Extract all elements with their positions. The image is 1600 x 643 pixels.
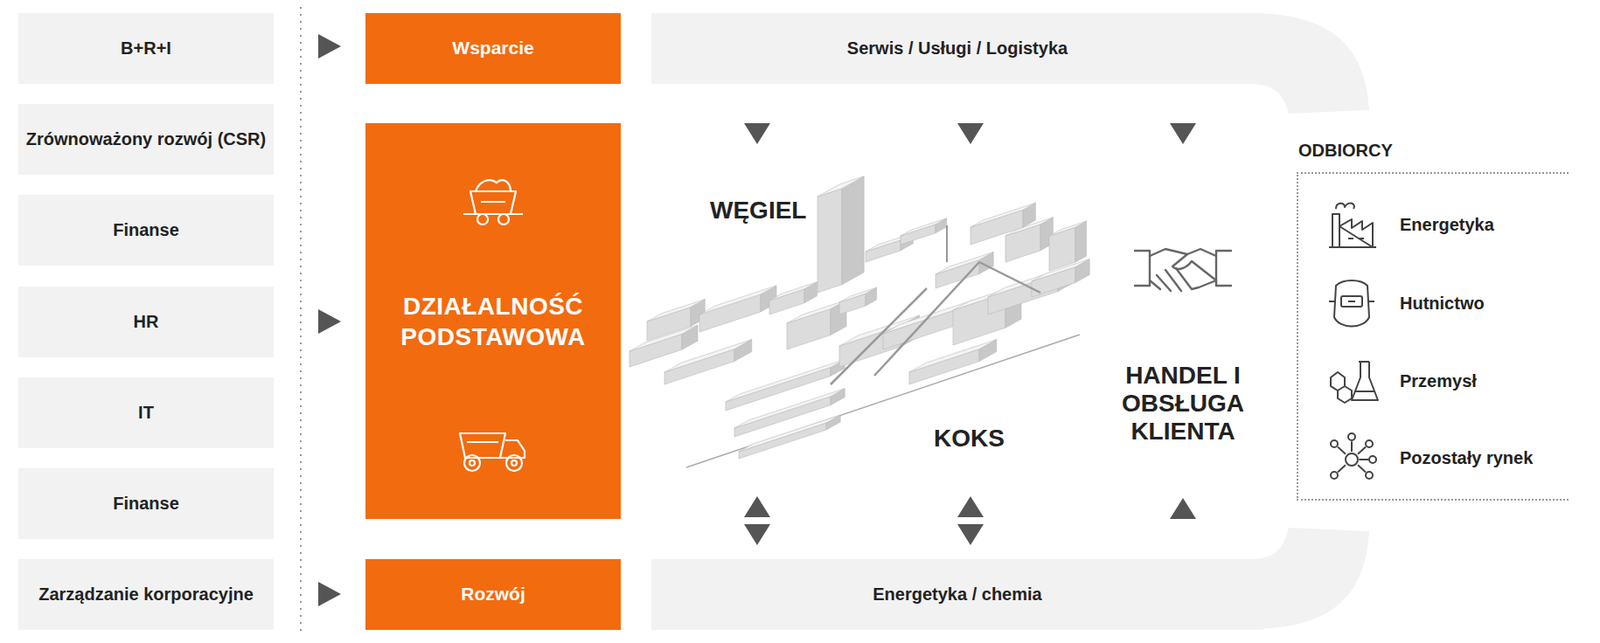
mast-line: [946, 225, 948, 263]
box-text: Rozwój: [460, 583, 526, 606]
grey-box: Energetyka / chemia: [651, 559, 1264, 631]
grey-box: B+R+I: [18, 13, 274, 84]
welding-mask-icon: [1328, 280, 1375, 327]
building-face: [1049, 221, 1087, 237]
box-text: Energetyka / chemia: [872, 584, 1042, 606]
section-label: HANDEL I OBSŁUGA KLIENTA: [1104, 361, 1262, 447]
dump-truck-icon: [459, 433, 525, 472]
box-text: Finanse: [112, 493, 180, 515]
grey-box: Zrównoważony rozwój (CSR): [18, 104, 274, 175]
separator-line: [299, 6, 302, 637]
arrow-triangle: [318, 309, 341, 334]
building-face: [970, 209, 1023, 245]
conveyor-line: [979, 262, 1041, 293]
building-face: [699, 294, 761, 333]
plant-illustration: [629, 176, 1090, 468]
conveyor-line: [874, 262, 980, 376]
box-text: B+R+I: [120, 37, 172, 60]
arrow-triangle: [957, 524, 984, 546]
building-face: [970, 202, 1036, 228]
arrow-triangle: [957, 496, 984, 518]
arrow-triangle: [744, 524, 771, 546]
building-face: [738, 423, 827, 460]
section-label: KOKS: [933, 424, 1005, 453]
box-text: Wsparcie: [452, 36, 534, 60]
factory-icon: [1328, 203, 1377, 248]
customer-label: Przemysł: [1399, 371, 1477, 392]
arrow-triangle: [744, 496, 771, 518]
building-face: [900, 218, 947, 237]
customers-box: ODBIORCY: [1298, 139, 1569, 501]
handshake-icon: [1134, 249, 1232, 292]
box-icons: [365, 123, 621, 520]
grey-box: HR: [18, 286, 274, 358]
building-face: [841, 176, 864, 286]
section-label: WĘGIEL: [709, 196, 807, 225]
box-text: HR: [133, 311, 160, 334]
box-text: DZIAŁALNOŚĆ PODSTAWOWA: [379, 291, 607, 353]
orange-box: Rozwój: [365, 559, 621, 631]
grey-box: Finanse: [18, 194, 274, 266]
building-face: [839, 287, 877, 303]
grey-box: IT: [18, 377, 274, 449]
chemistry-icon: [1330, 361, 1378, 404]
building-face: [817, 188, 842, 293]
orange-box: Wsparcie: [365, 13, 621, 84]
hand-stroke: [1149, 249, 1217, 281]
band-curve: [1250, 528, 1370, 630]
mine-cart-icon: [463, 180, 523, 225]
arrow-triangle: [1169, 498, 1197, 520]
arrow-triangle: [318, 34, 341, 59]
customer-label: Energetyka: [1399, 215, 1495, 236]
box-text: Finanse: [112, 219, 180, 242]
arrow-triangle: [744, 123, 771, 145]
box-text: Serwis / Usługi / Logistyka: [847, 37, 1068, 60]
grey-box: Zarządzanie korporacyjne: [18, 559, 274, 631]
grey-box: Finanse: [18, 468, 274, 540]
building-face: [1075, 221, 1087, 263]
building-face: [817, 176, 864, 197]
hand-stroke: [1187, 249, 1217, 257]
grey-box: Serwis / Usługi / Logistyka: [651, 13, 1264, 84]
hand-cuff: [1216, 250, 1232, 286]
building-face: [738, 415, 841, 453]
building-face: [699, 285, 777, 315]
network-icon: [1330, 433, 1377, 480]
hand-cuff: [1134, 250, 1150, 286]
orange-box: DZIAŁALNOŚĆ PODSTAWOWA: [365, 123, 621, 520]
customer-label: Pozostały rynek: [1399, 448, 1533, 469]
arrow-triangle: [318, 582, 341, 607]
heading-text: ODBIORCY: [1298, 139, 1393, 162]
band-curve: [1250, 13, 1370, 114]
building-face: [664, 340, 752, 373]
arrow-triangle: [1169, 123, 1197, 145]
customer-label: Hutnictwo: [1399, 293, 1485, 314]
arrow-triangle: [957, 123, 984, 145]
ground-line: [686, 334, 1080, 468]
box-text: IT: [138, 402, 154, 425]
box-text: Zrównoważony rozwój (CSR): [26, 128, 266, 151]
hand-stroke: [1149, 268, 1217, 292]
box-text: Zarządzanie korporacyjne: [38, 584, 254, 606]
building-face: [935, 252, 994, 276]
building-face: [769, 282, 817, 301]
building-face: [646, 299, 705, 323]
